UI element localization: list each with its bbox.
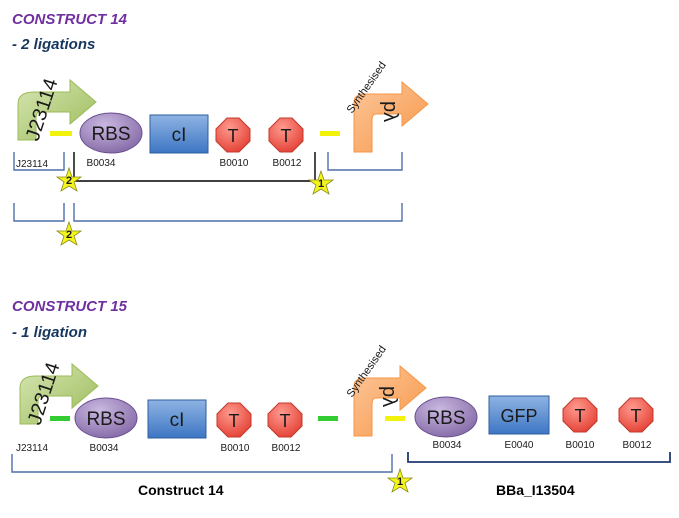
c15-rbs2-label: RBS bbox=[426, 408, 465, 429]
c14-star-label-3: 2 bbox=[66, 229, 72, 241]
c14-ci-label: cI bbox=[172, 125, 187, 146]
construct14-title: CONSTRUCT 14 bbox=[12, 11, 128, 28]
c15-scar-2 bbox=[318, 416, 338, 421]
c14-part-id-b0012: B0012 bbox=[273, 158, 302, 169]
c15-part-id-b0034-b: B0034 bbox=[433, 440, 462, 451]
construct14-bracket-label: Construct 14 bbox=[138, 482, 224, 498]
bba-i13504-bracket-label: BBa_I13504 bbox=[496, 482, 575, 498]
c15-scar-3 bbox=[385, 416, 405, 421]
c15-ci-label: cI bbox=[170, 410, 185, 431]
c15-terminator-b0012: T bbox=[267, 402, 303, 438]
c14-scar-2 bbox=[320, 131, 340, 136]
c15-part-id-e0040: E0040 bbox=[505, 440, 534, 451]
c15-part-id-b0010: B0010 bbox=[221, 443, 250, 454]
c15-terminator-3-label: T bbox=[575, 406, 586, 426]
c15-rbs-label: RBS bbox=[86, 409, 125, 430]
c15-part-id-b0034: B0034 bbox=[90, 443, 119, 454]
c14-brackets-row1 bbox=[13, 152, 403, 182]
construct15-subtitle: - 1 ligation bbox=[12, 324, 87, 341]
c15-part-id-b0012: B0012 bbox=[272, 443, 301, 454]
c15-terminator-b0012-b: T bbox=[618, 397, 654, 433]
c14-terminator-1-label: T bbox=[228, 126, 239, 146]
c14-terminator-b0010: T bbox=[215, 117, 251, 153]
c15-part-id-j23114: J23114 bbox=[16, 443, 49, 454]
c14-scar-1 bbox=[50, 131, 72, 136]
c14-ligation-star-2-top: 2 bbox=[55, 166, 83, 192]
construct14-subtitle: - 2 ligations bbox=[12, 36, 96, 53]
c15-rbs-b0034: RBS bbox=[74, 397, 138, 439]
c15-plambda-label: pλ bbox=[378, 386, 400, 407]
c14-rbs-label: RBS bbox=[91, 124, 130, 145]
c15-terminator-1-label: T bbox=[229, 411, 240, 431]
c15-star-label: 1 bbox=[397, 476, 403, 488]
construct15-title: CONSTRUCT 15 bbox=[12, 298, 128, 315]
c15-promoter-plambda: pλ Synthesised bbox=[345, 344, 427, 437]
c14-part-id-b0034: B0034 bbox=[87, 158, 116, 169]
c15-terminator-b0010-b: T bbox=[562, 397, 598, 433]
c14-rbs-b0034: RBS bbox=[79, 112, 143, 154]
c14-star-label-1: 2 bbox=[66, 175, 72, 187]
c15-ligation-star-1: 1 bbox=[386, 467, 414, 493]
c15-gfp-label: GFP bbox=[500, 406, 537, 426]
c14-cds-ci: cI bbox=[149, 114, 209, 154]
c14-plambda-label: pλ bbox=[379, 101, 401, 122]
c15-terminator-2-label: T bbox=[280, 411, 291, 431]
c14-ligation-star-1: 1 bbox=[307, 169, 335, 195]
c15-terminator-b0010: T bbox=[216, 402, 252, 438]
c15-terminator-4-label: T bbox=[631, 406, 642, 426]
c15-cds-ci: cI bbox=[147, 399, 207, 439]
c15-brackets bbox=[11, 452, 671, 473]
c14-part-id-j23114: J23114 bbox=[16, 159, 49, 170]
c14-terminator-b0012: T bbox=[268, 117, 304, 153]
c14-part-id-b0010: B0010 bbox=[220, 158, 249, 169]
c14-terminator-2-label: T bbox=[281, 126, 292, 146]
c14-star-label-2: 1 bbox=[318, 178, 324, 190]
c15-scar-1 bbox=[50, 416, 70, 421]
c14-ligation-star-2-bottom: 2 bbox=[55, 220, 83, 246]
c14-promoter-plambda: pλ Synthesised bbox=[345, 60, 429, 153]
c14-brackets-row2 bbox=[13, 203, 403, 222]
c15-rbs2-b0034: RBS bbox=[414, 396, 478, 438]
c15-part-id-b0012-b: B0012 bbox=[623, 440, 652, 451]
c15-part-id-b0010-b: B0010 bbox=[566, 440, 595, 451]
c15-cds-gfp: GFP bbox=[488, 395, 550, 435]
